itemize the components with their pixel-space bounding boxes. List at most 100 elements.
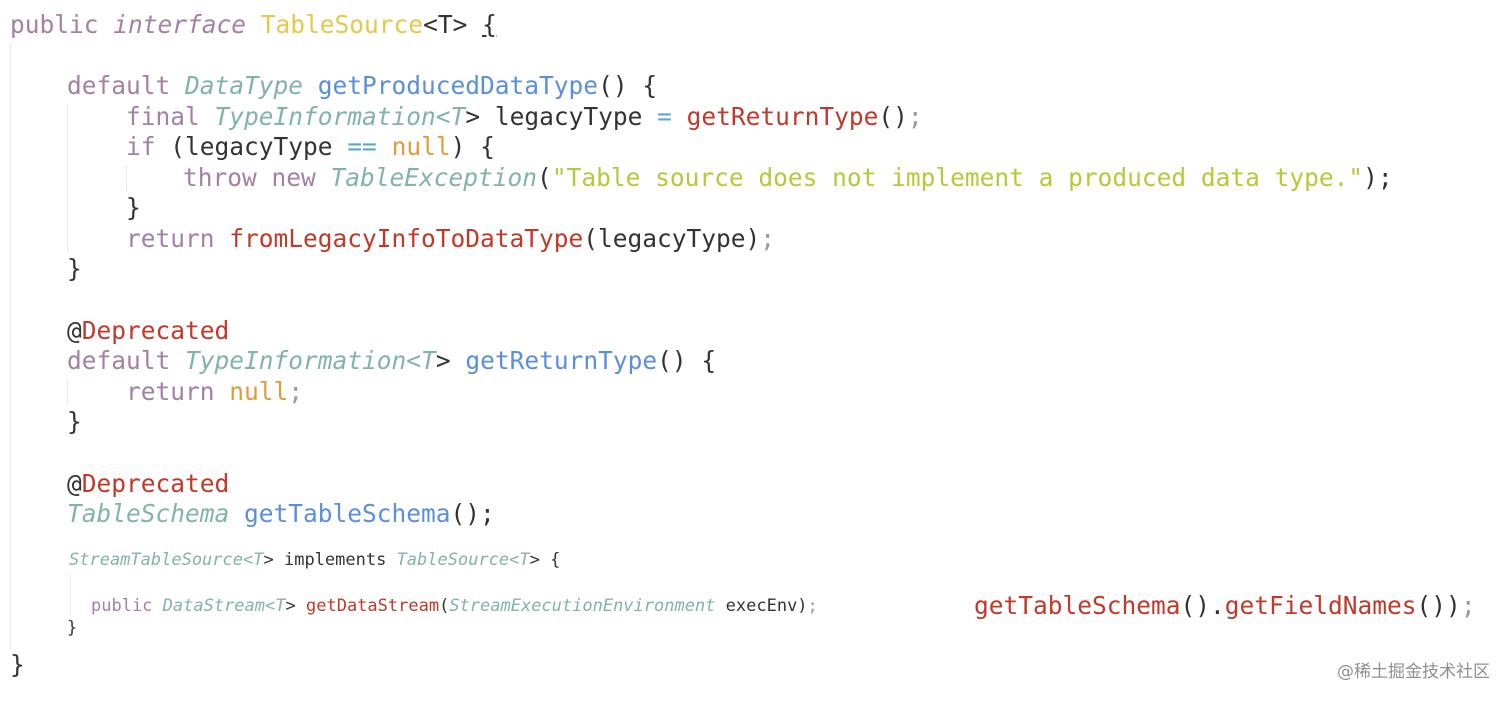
code-line-close-if[interactable]: } (126, 193, 141, 223)
code-token: StreamTableSource (69, 550, 243, 570)
code-line-close-method[interactable]: } (67, 254, 82, 284)
code-line-get-table-schema[interactable]: TableSchema getTableSchema(); (67, 499, 495, 529)
code-token: DataStream (162, 596, 266, 616)
code-token: () (878, 102, 908, 131)
code-token: = (657, 102, 672, 131)
code-token: ; (1460, 591, 1476, 620)
code-token: T (421, 346, 436, 375)
code-token: default (67, 71, 186, 100)
code-token: ( (537, 163, 552, 192)
code-line-get-field-names[interactable]: getTableSchema().getFieldNames()); (974, 591, 1476, 621)
code-token: getDataStream (306, 596, 440, 616)
code-line-return-null[interactable]: return null; (126, 377, 303, 407)
indent-guide (70, 574, 71, 616)
code-token: fromLegacyInfoToDataType (229, 224, 584, 253)
code-line-interface-declaration[interactable]: public interface TableSource<T> { (10, 10, 497, 40)
code-line-close-interface[interactable]: } (10, 650, 25, 680)
indent-guide (67, 104, 68, 252)
code-token (377, 132, 392, 161)
code-line-deprecated-annotation-2[interactable]: @Deprecated (67, 469, 229, 499)
code-token: > (285, 596, 306, 616)
code-token: > (435, 346, 466, 375)
code-token: } (67, 618, 78, 638)
code-token: (). (1180, 591, 1225, 620)
code-token: > implements (263, 550, 397, 570)
code-token: getProducedDataType (317, 71, 599, 100)
code-line-close-stream-source[interactable]: } (67, 617, 77, 639)
code-token: () { (657, 346, 717, 375)
code-line-return-from-legacy[interactable]: return fromLegacyInfoToDataType(legacyTy… (126, 224, 775, 254)
code-line-get-data-stream[interactable]: public DataStream<T> getDataStream(Strea… (91, 595, 818, 617)
code-token: throw (183, 163, 272, 192)
code-token: ()) (1416, 591, 1461, 620)
code-token: return (126, 377, 230, 406)
code-token: < (435, 102, 451, 131)
code-token: final (126, 102, 215, 131)
code-token: ; (760, 224, 776, 253)
code-token: T (253, 550, 264, 570)
code-token: (legacyType (170, 132, 348, 161)
code-token: default (67, 346, 186, 375)
code-token: TableSource (260, 10, 424, 39)
code-token: null (229, 377, 289, 406)
code-token: getTableSchema (974, 591, 1181, 620)
code-token: TableException (330, 163, 538, 192)
code-token: > { (529, 550, 561, 570)
code-token: @ (67, 316, 82, 345)
code-token: ; (807, 596, 818, 616)
code-line-deprecated-annotation[interactable]: @Deprecated (67, 316, 229, 346)
code-token: public (91, 596, 163, 616)
code-token: TableSource (396, 550, 510, 570)
code-token: < (265, 596, 276, 616)
code-line-get-return-type[interactable]: default TypeInformation<T> getReturnType… (67, 346, 716, 376)
code-token: } (67, 254, 82, 283)
code-token: ); (1363, 163, 1393, 192)
code-token: T (275, 596, 286, 616)
code-token (672, 102, 687, 131)
code-token: execEnv) (715, 596, 808, 616)
code-token: (); (450, 499, 495, 528)
code-token: (legacyType) (583, 224, 761, 253)
code-token: TypeInformation (214, 102, 436, 131)
watermark: @稀土掘金技术社区 (1337, 662, 1490, 682)
code-token: @ (67, 469, 82, 498)
code-token: null (391, 132, 451, 161)
code-token: TypeInformation (185, 346, 407, 375)
code-token: < (406, 346, 422, 375)
code-token: DataType (185, 71, 304, 100)
code-token: Deprecated (81, 316, 230, 345)
code-token: { (482, 10, 497, 39)
code-line-get-produced-data-type[interactable]: default DataType getProducedDataType() { (67, 71, 657, 101)
code-token: } (67, 407, 82, 436)
code-line-throw-table-exception[interactable]: throw new TableException("Table source d… (183, 163, 1393, 193)
code-token: getReturnType (465, 346, 658, 375)
code-token: T (519, 550, 530, 570)
code-line-close-method-2[interactable]: } (67, 407, 82, 437)
code-token: StreamExecutionEnvironment (449, 596, 716, 616)
code-token: getTableSchema (244, 499, 451, 528)
code-token: < (243, 550, 254, 570)
code-token: public (10, 10, 114, 39)
code-token: < (509, 550, 520, 570)
code-token: () { (598, 71, 658, 100)
code-token: T (450, 102, 466, 131)
code-token: interface (113, 10, 247, 39)
code-line-stream-table-source[interactable]: StreamTableSource<T> implements TableSou… (69, 549, 560, 571)
code-token: TableSchema (67, 499, 230, 528)
code-token: ) { (450, 132, 495, 161)
code-token: ; (907, 102, 923, 131)
code-token (303, 71, 318, 100)
code-line-if-null-check[interactable]: if (legacyType == null) { (126, 132, 495, 162)
code-token: } (10, 650, 25, 679)
code-token: if (126, 132, 171, 161)
code-token: getReturnType (686, 102, 879, 131)
code-token (246, 10, 261, 39)
code-token: new (271, 163, 331, 192)
indent-guide (10, 44, 11, 649)
code-token: == (347, 132, 377, 161)
code-token: ( (439, 596, 450, 616)
code-token: Deprecated (81, 469, 230, 498)
code-line-legacy-type-assignment[interactable]: final TypeInformation<T> legacyType = ge… (126, 102, 923, 132)
code-token: "Table source does not implement a produ… (551, 163, 1364, 192)
